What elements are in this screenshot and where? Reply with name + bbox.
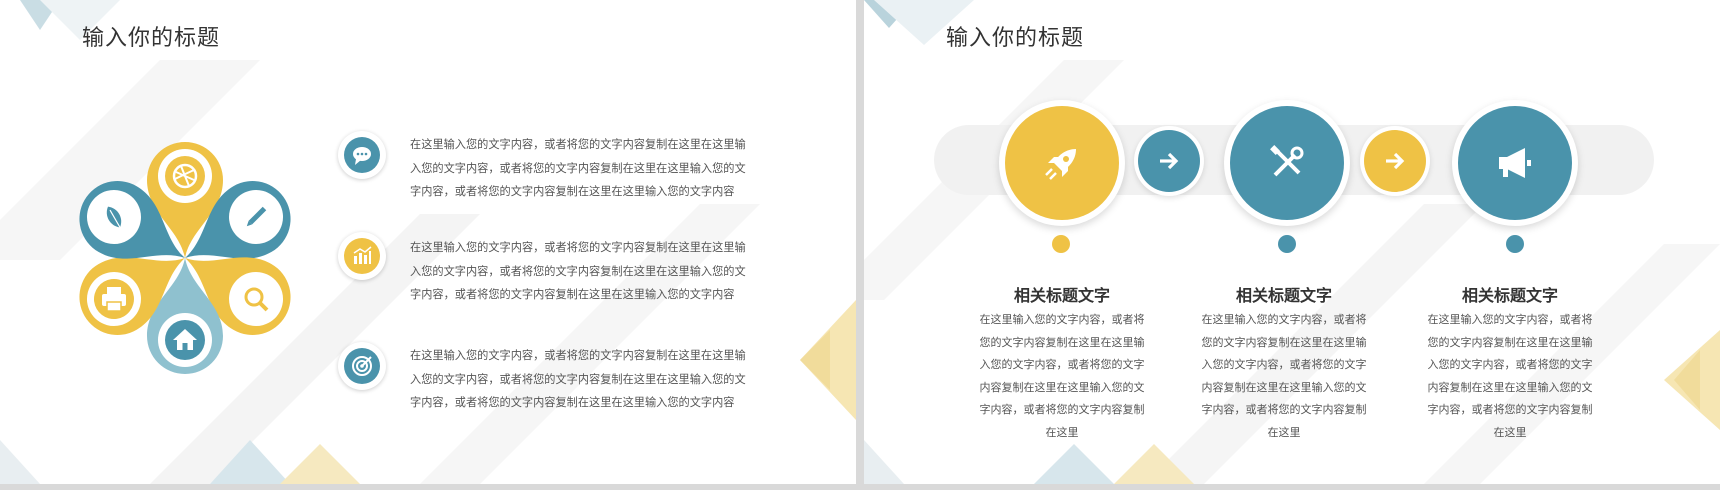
step-2-text-line: 内容复制在这里在这里输入您的文 bbox=[1201, 380, 1367, 394]
item-2-text: 在这里输入您的文字内容，或者将您的文字内容复制在这里在这里输 入您的文字内容，或… bbox=[410, 236, 746, 307]
step-3-text-line: 内容复制在这里在这里输入您的文 bbox=[1427, 380, 1593, 394]
step-2-text-line: 您的文字内容复制在这里在这里输 bbox=[1201, 335, 1367, 349]
item-1-text-line: 在这里输入您的文字内容，或者将您的文字内容复制在这里在这里输 bbox=[410, 138, 746, 151]
step-3-text-line: 在这里输入您的文字内容，或者将 bbox=[1427, 313, 1593, 326]
rocket-icon bbox=[1045, 149, 1076, 180]
home-icon bbox=[173, 329, 197, 350]
connector-2 bbox=[1360, 126, 1430, 196]
target-icon bbox=[352, 356, 372, 376]
item-3-text-line: 字内容，或者将您的文字内容复制在这里在这里输入您的文字内容 bbox=[410, 396, 735, 409]
step-2-heading: 相关标题文字 bbox=[1235, 286, 1332, 305]
item-3-text-line: 在这里输入您的文字内容，或者将您的文字内容复制在这里在这里输 bbox=[410, 349, 746, 362]
globe-icon bbox=[172, 163, 198, 189]
item-2-text-line: 在这里输入您的文字内容，或者将您的文字内容复制在这里在这里输 bbox=[410, 241, 746, 254]
search-icon bbox=[244, 287, 269, 312]
step-2-text-line: 字内容，或者将您的文字内容复制 bbox=[1201, 403, 1367, 416]
slide-1: 输入你的标题 bbox=[0, 0, 856, 484]
page-title: 输入你的标题 bbox=[82, 26, 221, 51]
item-3-icon-badge bbox=[338, 342, 386, 390]
item-1-text: 在这里输入您的文字内容，或者将您的文字内容复制在这里在这里输 入您的文字内容，或… bbox=[410, 133, 746, 204]
step-3-heading: 相关标题文字 bbox=[1461, 286, 1558, 305]
step-1-text-line: 您的文字内容复制在这里在这里输 bbox=[979, 335, 1145, 349]
step-1-text-line: 字内容，或者将您的文字内容复制 bbox=[979, 403, 1145, 416]
megaphone-icon bbox=[1499, 148, 1531, 178]
step-1-text: 在这里输入您的文字内容，或者将 您的文字内容复制在这里在这里输 入您的文字内容，… bbox=[962, 309, 1162, 444]
leaf-icon bbox=[106, 206, 122, 230]
slide-1-background bbox=[0, 0, 856, 484]
arrow-right-icon bbox=[1160, 152, 1179, 170]
item-1-icon-badge bbox=[338, 131, 386, 179]
step-3-badge bbox=[1452, 100, 1578, 226]
step-3-text-line: 您的文字内容复制在这里在这里输 bbox=[1427, 335, 1593, 349]
item-1-text-line: 字内容，或者将您的文字内容复制在这里在这里输入您的文字内容 bbox=[410, 185, 735, 198]
step-2-text-line: 入您的文字内容，或者将您的文字 bbox=[1201, 358, 1367, 371]
pen-icon bbox=[246, 206, 267, 227]
step-1-text-line: 入您的文字内容，或者将您的文字 bbox=[979, 358, 1145, 371]
step-2-text-line: 在这里 bbox=[1267, 425, 1301, 439]
step-1-heading: 相关标题文字 bbox=[1013, 286, 1110, 305]
item-2-icon-badge bbox=[338, 232, 386, 280]
flower-diagram bbox=[65, 142, 305, 374]
bar-chart-icon bbox=[353, 246, 372, 264]
step-3-text-line: 入您的文字内容，或者将您的文字 bbox=[1427, 358, 1593, 371]
step-3-dot bbox=[1506, 235, 1524, 253]
petal-lower-right bbox=[166, 225, 305, 349]
step-1-badge bbox=[999, 100, 1125, 226]
item-2-text-line: 字内容，或者将您的文字内容复制在这里在这里输入您的文字内容 bbox=[410, 288, 735, 301]
item-1-text-line: 入您的文字内容，或者将您的文字内容复制在这里在这里输入您的文 bbox=[410, 161, 746, 175]
slide-2: 输入你的标题 bbox=[864, 0, 1720, 484]
tools-icon bbox=[1270, 145, 1304, 177]
step-3-text-line: 字内容，或者将您的文字内容复制 bbox=[1427, 403, 1593, 416]
connector-1 bbox=[1134, 126, 1204, 196]
item-2-text-line: 入您的文字内容，或者将您的文字内容复制在这里在这里输入您的文 bbox=[410, 264, 746, 278]
step-2-text-line: 在这里输入您的文字内容，或者将 bbox=[1201, 313, 1367, 326]
page-title: 输入你的标题 bbox=[946, 26, 1085, 51]
item-3-text-line: 入您的文字内容，或者将您的文字内容复制在这里在这里输入您的文 bbox=[410, 372, 746, 386]
step-2-badge bbox=[1224, 100, 1350, 226]
step-2-text: 在这里输入您的文字内容，或者将 您的文字内容复制在这里在这里输 入您的文字内容，… bbox=[1184, 309, 1384, 444]
step-1-text-line: 内容复制在这里在这里输入您的文 bbox=[979, 380, 1145, 394]
printer-icon bbox=[102, 287, 126, 312]
step-3-text-line: 在这里 bbox=[1493, 425, 1527, 439]
step-2-dot bbox=[1278, 235, 1296, 253]
arrow-right-icon bbox=[1386, 152, 1405, 170]
step-1-text-line: 在这里输入您的文字内容，或者将 bbox=[979, 313, 1145, 326]
step-1-text-line: 在这里 bbox=[1045, 425, 1079, 439]
step-1-dot bbox=[1052, 235, 1070, 253]
chat-bubble-icon bbox=[353, 147, 371, 165]
step-3-text: 在这里输入您的文字内容，或者将 您的文字内容复制在这里在这里输 入您的文字内容，… bbox=[1410, 309, 1610, 444]
item-3-text: 在这里输入您的文字内容，或者将您的文字内容复制在这里在这里输 入您的文字内容，或… bbox=[410, 344, 746, 415]
